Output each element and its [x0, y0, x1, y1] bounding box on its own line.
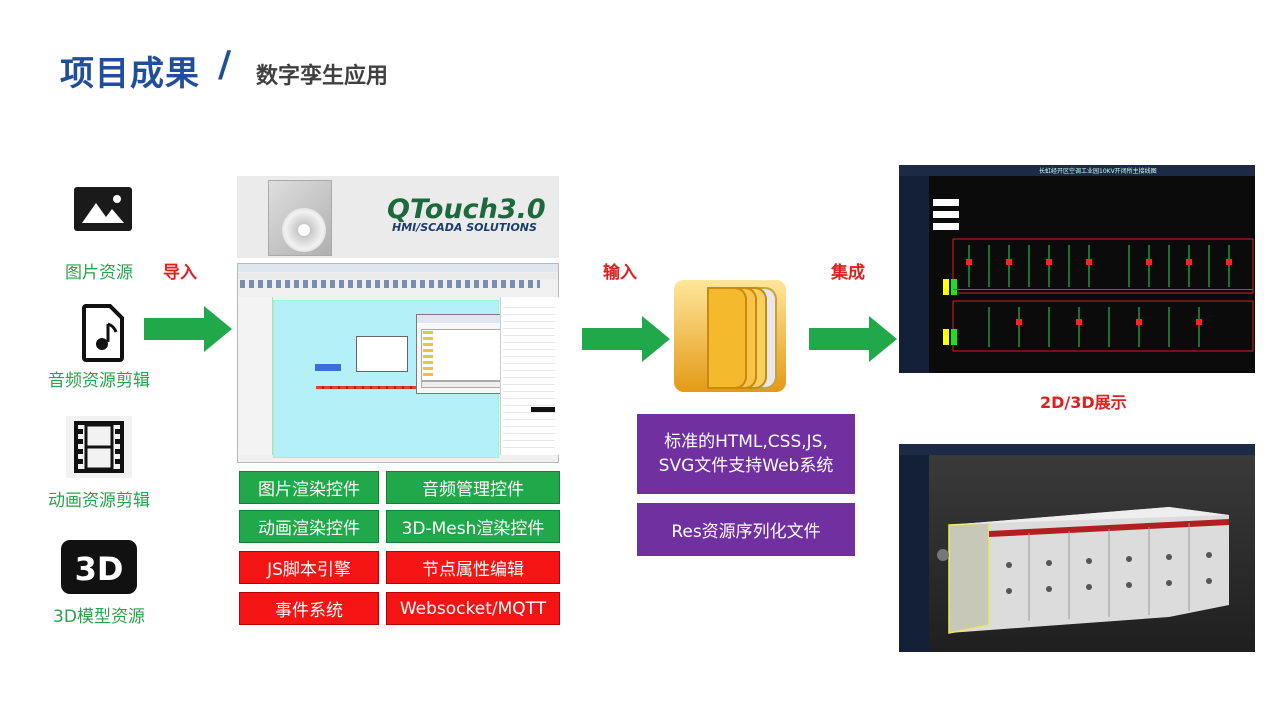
editor-line-widget	[316, 386, 424, 389]
3d-icon: 3D	[61, 540, 137, 594]
arrow-right-icon	[144, 306, 232, 352]
arrow-right-icon	[582, 316, 670, 362]
resource-label-audio: 音频资源剪辑	[48, 371, 150, 391]
product-logo: QTouch3.0	[387, 194, 546, 225]
title-separator: /	[218, 44, 232, 85]
scada-title: 长虹经开区空调工业园10KV开闭所主接线图	[1039, 168, 1157, 175]
feature-audio-manage: 音频管理控件	[386, 471, 560, 504]
feature-event-system: 事件系统	[239, 592, 379, 625]
render-3d-screenshot	[899, 444, 1255, 652]
folder-stack-icon	[674, 280, 786, 392]
resource-label-3d: 3D模型资源	[53, 607, 145, 627]
res-output-box: Res资源序列化文件	[637, 503, 855, 556]
resource-label-image: 图片资源	[65, 263, 133, 283]
page-title: 项目成果	[60, 54, 200, 94]
display-label: 2D/3D展示	[1040, 393, 1127, 412]
scada-2d-screenshot: 长虹经开区空调工业园10KV开闭所主接线图	[899, 165, 1255, 373]
editor-properties-panel	[500, 297, 559, 455]
integrate-label: 集成	[831, 263, 865, 283]
page-subtitle: 数字孪生应用	[256, 64, 389, 89]
feature-image-render: 图片渲染控件	[239, 471, 379, 504]
input-label: 输入	[603, 263, 637, 283]
feature-node-property-edit: 节点属性编辑	[386, 551, 560, 584]
feature-animation-render: 动画渲染控件	[239, 510, 379, 543]
feature-js-engine: JS脚本引擎	[239, 551, 379, 584]
svg-text:3D: 3D	[75, 550, 124, 588]
feature-3d-mesh-render: 3D-Mesh渲染控件	[386, 510, 560, 543]
image-icon	[72, 178, 134, 240]
editor-toolbox	[238, 297, 273, 455]
web-output-box: 标准的HTML,CSS,JS, SVG文件支持Web系统	[637, 414, 855, 494]
product-tagline: HMI/SCADA SOLUTIONS	[392, 221, 537, 234]
editor-rect-widget	[356, 336, 408, 372]
resource-label-animation: 动画资源剪辑	[48, 491, 150, 511]
editor-button-widget	[315, 364, 341, 371]
web-output-line2: SVG文件支持Web系统	[658, 456, 834, 476]
feature-websocket-mqtt: Websocket/MQTT	[386, 592, 560, 625]
film-icon	[66, 416, 132, 478]
web-output-line1: 标准的HTML,CSS,JS,	[664, 432, 828, 452]
arrow-right-icon	[809, 316, 897, 362]
import-label: 导入	[163, 263, 197, 283]
disc-image	[282, 208, 326, 252]
music-file-icon	[72, 302, 134, 364]
